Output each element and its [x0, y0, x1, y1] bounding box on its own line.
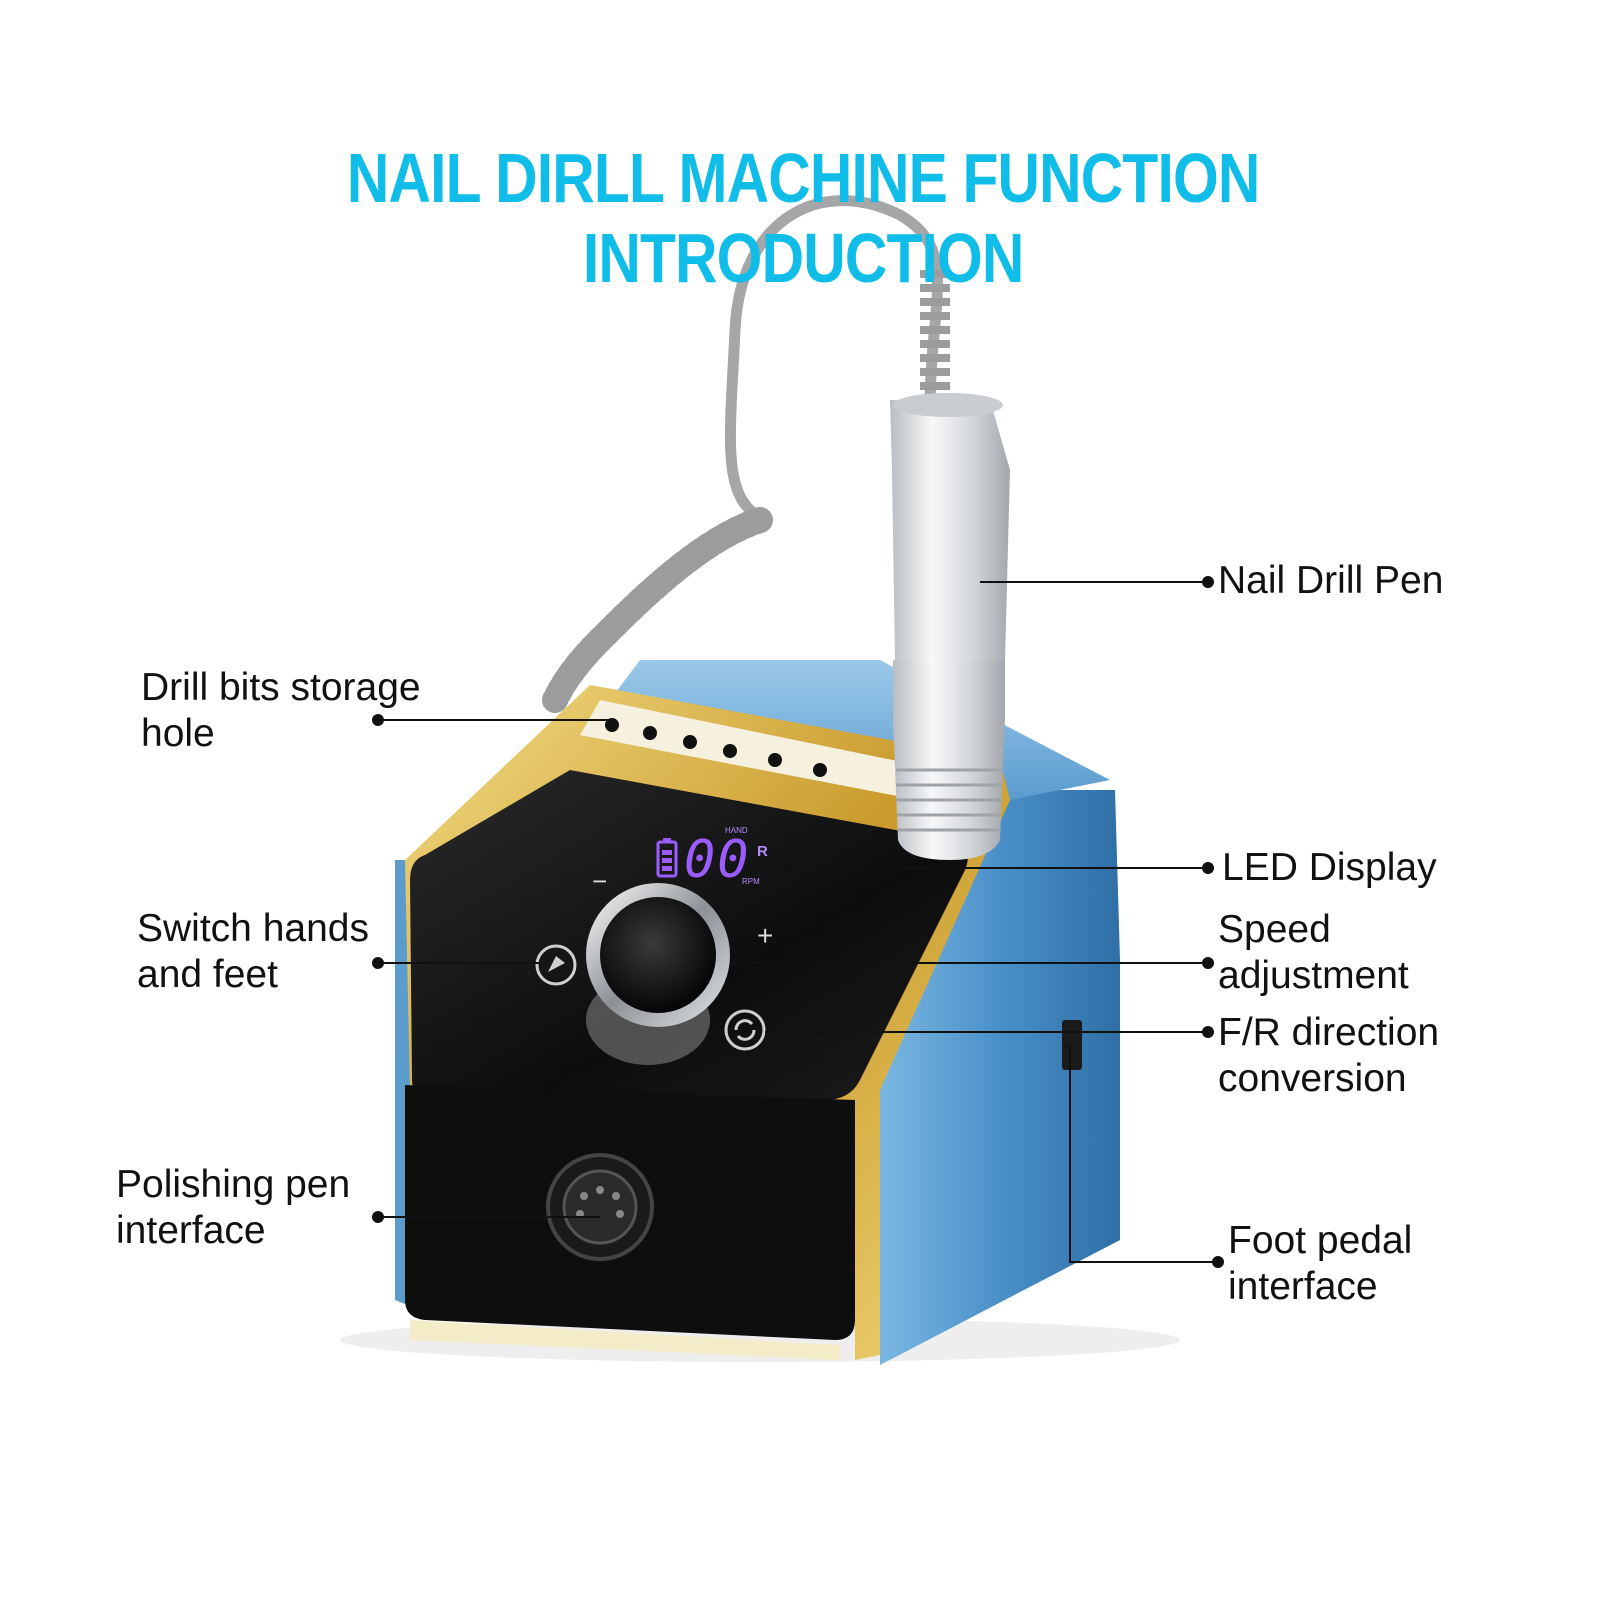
- minus-sign: −: [592, 866, 608, 896]
- display-rpm-text: RPM: [742, 877, 760, 886]
- label-polish-line2: interface: [116, 1209, 266, 1252]
- label-speed-line1: Speed: [1218, 908, 1331, 951]
- label-switch-line1: Switch hands: [137, 907, 369, 950]
- din-socket-icon: [546, 1153, 654, 1261]
- label-fr-line2: conversion: [1218, 1057, 1407, 1100]
- label-polish-line1: Polishing pen: [116, 1163, 351, 1206]
- page-title: NAIL DIRLL MACHINE FUNCTION INTRODUCTION: [346, 139, 1260, 297]
- top-bezel: [580, 700, 990, 810]
- device-right-side: [880, 790, 1120, 1365]
- display-digits: 00: [684, 830, 751, 890]
- display-hand-text: HAND: [725, 826, 748, 835]
- label-switch-line2: and feet: [137, 953, 278, 996]
- pen-cord: [542, 195, 950, 713]
- label-speed-line2: adjustment: [1218, 954, 1409, 997]
- hand-foot-switch-icon: [535, 944, 577, 986]
- front-bottom-strip: [410, 1320, 840, 1360]
- label-drill-bits-line2: hole: [141, 712, 215, 755]
- display-direction: R: [757, 843, 768, 860]
- label-foot-line2: interface: [1228, 1265, 1378, 1308]
- label-drill-bits-line1: Drill bits storage: [141, 666, 421, 709]
- label-nail-drill-pen: Nail Drill Pen: [1218, 559, 1444, 602]
- label-led-display: LED Display: [1222, 846, 1437, 889]
- speed-knob: [586, 883, 730, 1065]
- leader-foot-pedal: [1069, 1045, 1218, 1263]
- nail-drill-pen: [890, 393, 1010, 860]
- label-fr-line1: F/R direction: [1218, 1011, 1440, 1054]
- plus-sign: +: [757, 920, 774, 951]
- label-foot-line1: Foot pedal: [1228, 1219, 1413, 1262]
- drill-bit-holes: [605, 718, 827, 777]
- battery-icon: [656, 838, 678, 878]
- direction-arrows-icon: [724, 1009, 766, 1051]
